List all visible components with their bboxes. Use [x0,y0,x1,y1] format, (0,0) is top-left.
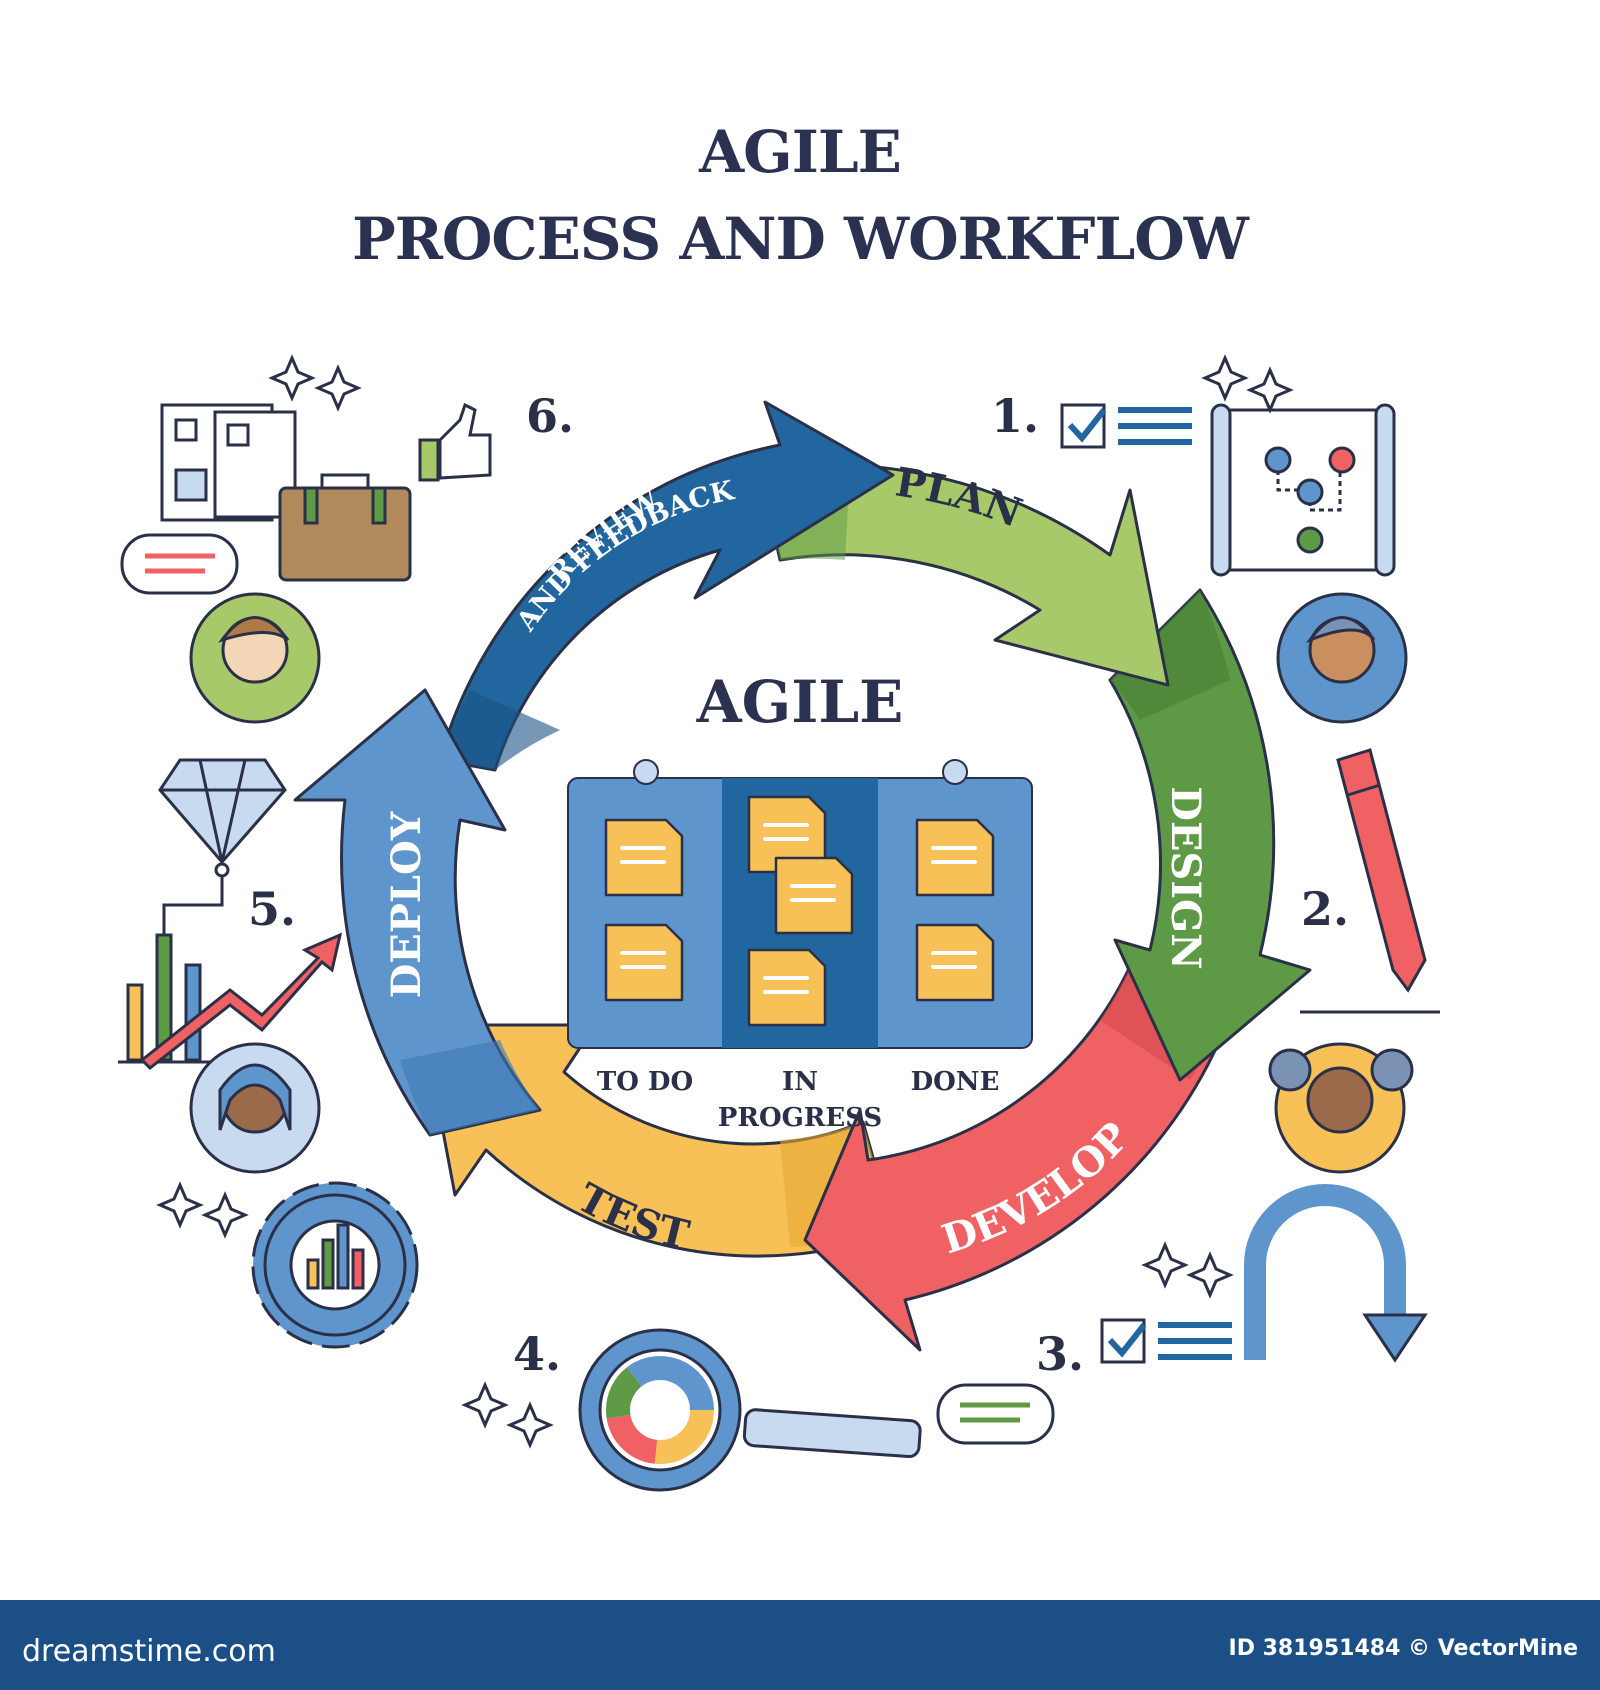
u-turn-arrow-icon [1244,1184,1428,1363]
step-arrow-deploy [293,688,542,1137]
step-number-5: 5. [248,882,296,936]
step-number-3: 3. [1036,1327,1084,1381]
sparkle-icon [461,1381,554,1449]
thumbs-up-icon [418,402,492,482]
checklist-icon [1060,403,1192,449]
step-number-1: 1. [991,389,1039,443]
step-arrow-review [438,400,895,772]
kanban-column-todo: TO DO [597,1067,693,1097]
step-number-2: 2. [1301,882,1349,936]
step-label-design: DESIGN [1162,786,1209,970]
footer-site[interactable]: dreamstime.com [22,1634,276,1669]
kanban-column-inprogress-2: PROGRESS [718,1103,882,1133]
avatar-icon [189,592,321,724]
kanban-column-done: DONE [911,1067,1000,1097]
documents-icon [160,403,297,522]
pencil-icon [1300,748,1440,1014]
chat-bubble-icon [120,533,239,595]
cycle-diagram: PLAN DESIGN DEVELOP TEST DEPLOY REVIEW A… [118,354,1440,1492]
step-number-6: 6. [526,389,574,443]
checklist-icon [1100,1318,1232,1364]
footer-credit: ID 381951484 © VectorMine [1228,1636,1578,1661]
sparkle-icon [1141,1241,1234,1299]
title-line-2: PROCESS AND WORKFLOW [352,205,1249,273]
center-title: AGILE [696,668,904,736]
avatar-icon [189,1042,321,1174]
footer-bar: dreamstime.com ID 381951484 © VectorMine [0,1600,1600,1690]
growth-chart-icon [118,862,343,1071]
step-label-deploy: DEPLOY [383,811,430,998]
sparkle-icon [156,1181,249,1239]
step-arrow-design [1108,588,1312,1082]
sparkle-icon [268,354,362,412]
step-number-4: 4. [513,1327,561,1381]
sparkle-icon [1201,354,1294,414]
gear-chart-icon [251,1181,419,1349]
kanban-board [567,759,1033,1049]
kanban-column-inprogress-1: IN [782,1067,818,1097]
title-line-1: AGILE [699,118,902,186]
map-icon [1210,403,1396,577]
avatar-icon [1268,1042,1414,1174]
briefcase-icon [278,473,412,582]
avatar-icon [1276,592,1408,724]
magnifier-chart-icon [578,1328,922,1492]
chat-bubble-icon [936,1383,1055,1445]
diamond-icon [158,758,287,865]
